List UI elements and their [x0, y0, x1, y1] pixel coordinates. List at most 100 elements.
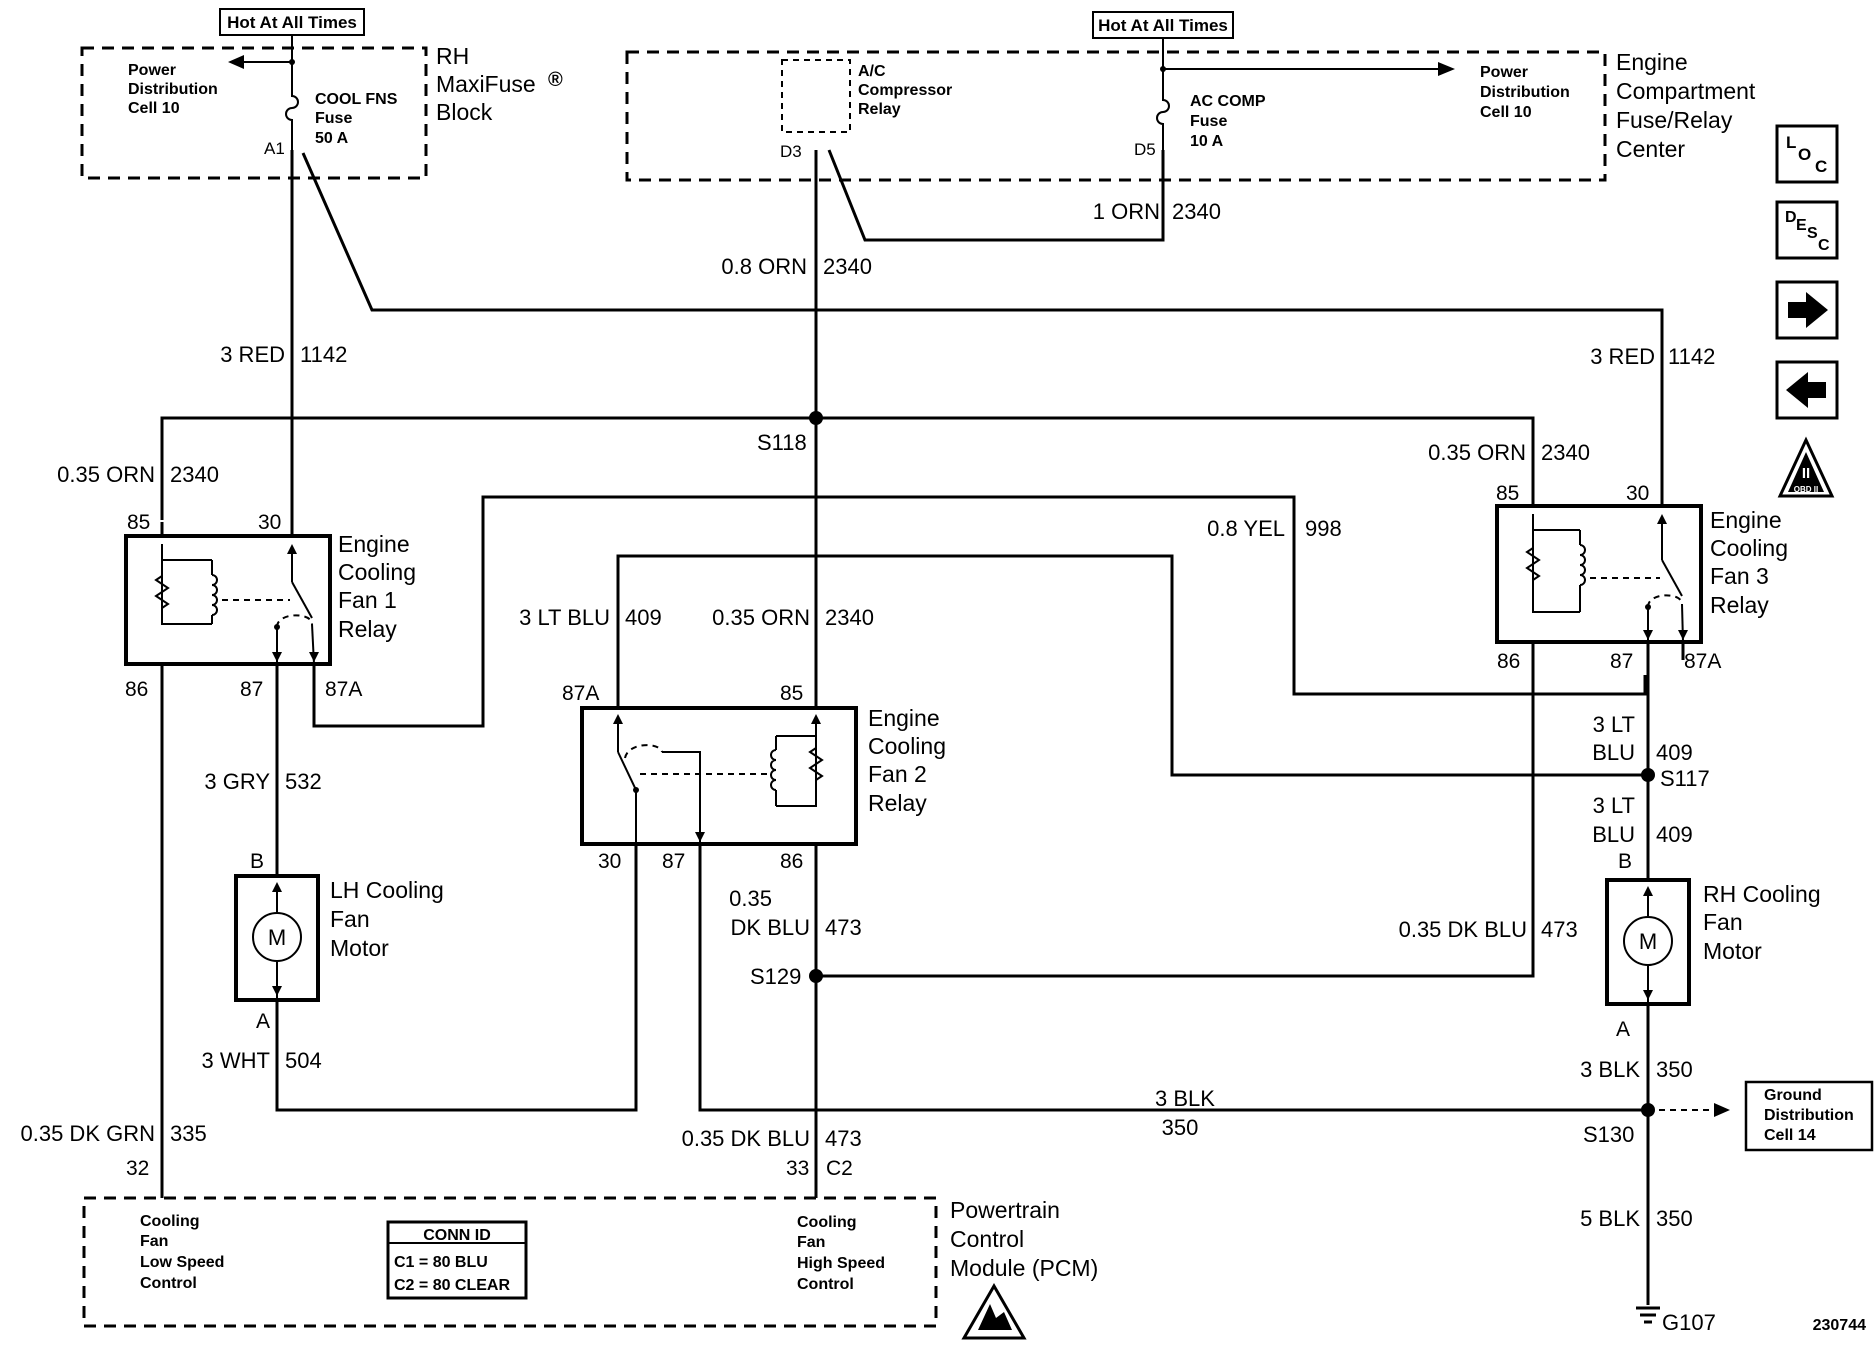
wires [160, 149, 1730, 1305]
svg-text:OBD II: OBD II [1794, 485, 1818, 494]
svg-text:C2: C2 [826, 1157, 853, 1180]
svg-text:Control: Control [950, 1226, 1024, 1252]
splice-s117 [1641, 768, 1655, 782]
wire-labels: 1 ORN 2340 0.8 ORN 2340 3 RED 1142 3 RED… [21, 199, 1716, 1231]
arrow-right-icon [1438, 62, 1455, 76]
svg-text:87: 87 [1610, 650, 1633, 673]
svg-text:G107: G107 [1662, 1310, 1716, 1335]
svg-text:2340: 2340 [825, 605, 874, 630]
svg-text:0.35 DK BLU: 0.35 DK BLU [1399, 917, 1527, 942]
svg-text:CONN ID: CONN ID [423, 1227, 491, 1244]
svg-text:C1 = 80 BLU: C1 = 80 BLU [394, 1254, 488, 1271]
svg-text:Control: Control [140, 1275, 197, 1292]
svg-text:Cooling: Cooling [338, 559, 416, 585]
svg-text:D3: D3 [780, 142, 802, 161]
svg-text:3 RED: 3 RED [1590, 344, 1655, 369]
svg-text:87A: 87A [562, 682, 599, 705]
svg-text:Cell 14: Cell 14 [1764, 1127, 1816, 1144]
svg-text:0.35: 0.35 [729, 886, 772, 911]
svg-text:L: L [1786, 133, 1796, 152]
svg-text:2340: 2340 [1541, 440, 1590, 465]
svg-text:C: C [1818, 237, 1830, 254]
hot-label-right: Hot At All Times [1092, 11, 1234, 39]
svg-text:RH Cooling: RH Cooling [1703, 881, 1821, 907]
svg-text:O: O [1798, 145, 1811, 164]
svg-text:Fuse: Fuse [1190, 113, 1227, 130]
svg-text:AC COMP: AC COMP [1190, 93, 1266, 110]
svg-text:473: 473 [825, 915, 862, 940]
svg-text:30: 30 [598, 850, 621, 873]
svg-text:Low Speed: Low Speed [140, 1254, 224, 1271]
svg-text:30: 30 [258, 511, 281, 534]
svg-text:®: ® [548, 69, 563, 91]
svg-text:A: A [1616, 1018, 1630, 1041]
svg-text:Relay: Relay [858, 101, 901, 118]
svg-text:0.35 DK BLU: 0.35 DK BLU [682, 1126, 810, 1151]
svg-text:LH Cooling: LH Cooling [330, 877, 444, 903]
svg-text:M: M [268, 925, 286, 950]
svg-text:Distribution: Distribution [1480, 84, 1570, 101]
svg-text:Block: Block [436, 99, 493, 125]
svg-text:D5: D5 [1134, 140, 1156, 159]
fan3-relay: 85 30 86 87 87A Engine Cooling Fan 3 Rel… [1495, 482, 1788, 673]
svg-text:Fan: Fan [1703, 909, 1743, 935]
svg-text:1 ORN: 1 ORN [1093, 199, 1160, 224]
svg-text:409: 409 [625, 605, 662, 630]
fuse-icon [285, 62, 299, 150]
svg-text:Fan: Fan [330, 906, 370, 932]
diagram-id: 230744 [1813, 1317, 1866, 1334]
next-button[interactable] [1775, 280, 1839, 340]
svg-text:532: 532 [285, 769, 322, 794]
svg-text:3 BLK: 3 BLK [1155, 1086, 1215, 1111]
svg-text:S118: S118 [757, 430, 807, 455]
svg-text:87: 87 [662, 850, 685, 873]
svg-text:30: 30 [1626, 482, 1649, 505]
svg-text:2340: 2340 [1172, 199, 1221, 224]
svg-text:0.8 YEL: 0.8 YEL [1207, 516, 1285, 541]
maxifuse-block: Power Distribution Cell 10 COOL FNS Fuse… [80, 35, 563, 180]
svg-text:5 BLK: 5 BLK [1580, 1206, 1640, 1231]
svg-text:Cooling: Cooling [140, 1213, 200, 1230]
svg-text:3 LT BLU: 3 LT BLU [519, 605, 610, 630]
svg-text:Center: Center [1616, 136, 1685, 162]
desc-button[interactable]: D E S C [1775, 200, 1839, 260]
svg-text:Hot At All Times: Hot At All Times [1098, 16, 1228, 35]
pcm-module: 32 33 C2 Cooling Fan Low Speed Control C… [82, 1157, 1098, 1340]
esd-warning-icon [961, 1282, 1027, 1340]
svg-text:High Speed: High Speed [797, 1255, 885, 1272]
fuse-relay-center: A/C Compressor Relay AC COMP Fuse 10 A P… [625, 38, 1756, 182]
svg-text:87: 87 [240, 678, 263, 701]
loc-button[interactable]: L O C [1775, 124, 1839, 184]
svg-text:RH: RH [436, 43, 469, 69]
svg-text:II: II [1802, 465, 1810, 482]
svg-text:Fuse: Fuse [315, 110, 352, 127]
svg-text:B: B [250, 850, 264, 873]
svg-text:Engine: Engine [868, 705, 940, 731]
svg-text:E: E [1796, 217, 1807, 234]
svg-text:86: 86 [780, 850, 803, 873]
svg-text:Hot At All Times: Hot At All Times [227, 13, 357, 32]
splice-s129 [809, 969, 823, 983]
fan1-relay: 85 30 86 87 87A Engine Cooling Fan 1 Rel… [124, 511, 416, 701]
svg-text:Power: Power [128, 62, 176, 79]
svg-text:32: 32 [126, 1157, 149, 1180]
svg-text:504: 504 [285, 1048, 322, 1073]
svg-text:Relay: Relay [868, 790, 927, 816]
ground-g107: G107 [1636, 1306, 1716, 1335]
svg-text:D: D [1785, 209, 1797, 226]
arrow-left-icon [1786, 372, 1826, 408]
svg-text:3 LT: 3 LT [1593, 712, 1635, 737]
svg-text:Fan: Fan [797, 1234, 825, 1251]
svg-text:Module (PCM): Module (PCM) [950, 1255, 1098, 1281]
svg-text:Compartment: Compartment [1616, 78, 1756, 104]
fan2-relay: 87A 85 30 87 86 Engine Cooling Fan 2 Rel… [562, 682, 946, 873]
back-button[interactable] [1775, 360, 1839, 420]
svg-text:85: 85 [780, 682, 803, 705]
obd2-button[interactable]: II OBD II [1777, 436, 1835, 498]
svg-text:0.35 ORN: 0.35 ORN [57, 462, 155, 487]
svg-text:Engine: Engine [1710, 507, 1782, 533]
hot-label-left: Hot At All Times [219, 8, 365, 36]
svg-text:10 A: 10 A [1190, 133, 1224, 150]
